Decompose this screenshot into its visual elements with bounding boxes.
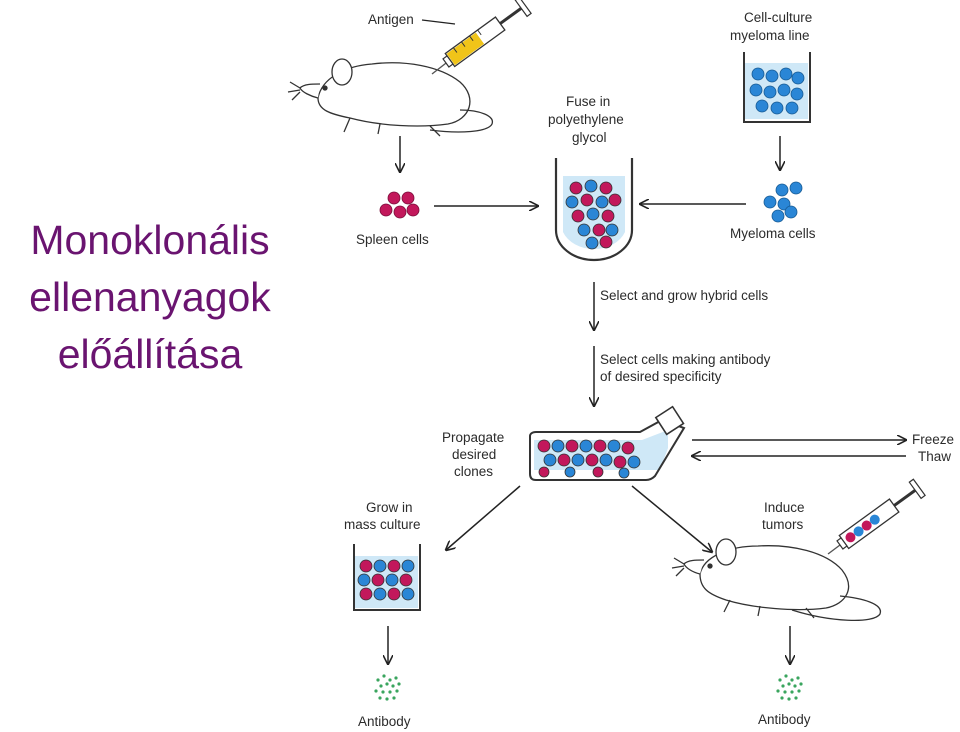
culture-flask bbox=[529, 405, 686, 481]
fuse-label-1: Fuse in bbox=[566, 94, 610, 109]
antigen-label: Antigen bbox=[368, 12, 414, 27]
page-title: Monoklonális ellenanyagok előállítása bbox=[0, 212, 300, 383]
thaw-label: Thaw bbox=[918, 449, 951, 464]
mouse-bottom-icon bbox=[671, 538, 881, 622]
mouse-top-icon bbox=[287, 58, 493, 137]
antibody-left-label: Antibody bbox=[358, 714, 411, 729]
fusion-tube bbox=[554, 158, 634, 262]
select-grow-label: Select and grow hybrid cells bbox=[600, 288, 768, 303]
propagate-label-2: desired bbox=[452, 447, 496, 462]
grow-label-1: Grow in bbox=[366, 500, 413, 515]
induce-label-1: Induce bbox=[764, 500, 805, 515]
spleen-cells-icon bbox=[379, 191, 420, 219]
fuse-label-2: polyethylene bbox=[548, 112, 624, 127]
mass-culture-dish bbox=[353, 544, 421, 611]
select-making-label-1: Select cells making antibody bbox=[600, 352, 771, 367]
propagate-label-3: clones bbox=[454, 464, 493, 479]
select-making-label-2: of desired specificity bbox=[600, 369, 722, 384]
cell-culture-label-2: myeloma line bbox=[730, 28, 810, 43]
propagate-label-1: Propagate bbox=[442, 430, 504, 445]
myeloma-cells-icon bbox=[763, 181, 803, 223]
antibody-left-icon bbox=[374, 674, 401, 701]
antibody-right-label: Antibody bbox=[758, 712, 811, 727]
spleen-cells-label: Spleen cells bbox=[356, 232, 429, 247]
title-line-2: ellenanyagok bbox=[29, 274, 271, 320]
title-line-3: előállítása bbox=[57, 331, 243, 377]
grow-label-2: mass culture bbox=[344, 517, 421, 532]
title-line-1: Monoklonális bbox=[30, 217, 270, 263]
myeloma-culture-dish bbox=[743, 52, 811, 123]
fuse-label-3: glycol bbox=[572, 130, 607, 145]
antibody-right-icon bbox=[776, 674, 803, 701]
arrow-to-mass-culture bbox=[446, 485, 521, 550]
freeze-label: Freeze bbox=[912, 432, 954, 447]
arrow-to-tumor-mouse bbox=[631, 485, 712, 552]
syringe-top-icon bbox=[431, 0, 532, 75]
myeloma-cells-label: Myeloma cells bbox=[730, 226, 816, 241]
cell-culture-label-1: Cell-culture bbox=[744, 10, 812, 25]
syringe-bottom-icon bbox=[827, 478, 926, 555]
induce-label-2: tumors bbox=[762, 517, 804, 532]
antigen-pointer bbox=[421, 19, 456, 25]
